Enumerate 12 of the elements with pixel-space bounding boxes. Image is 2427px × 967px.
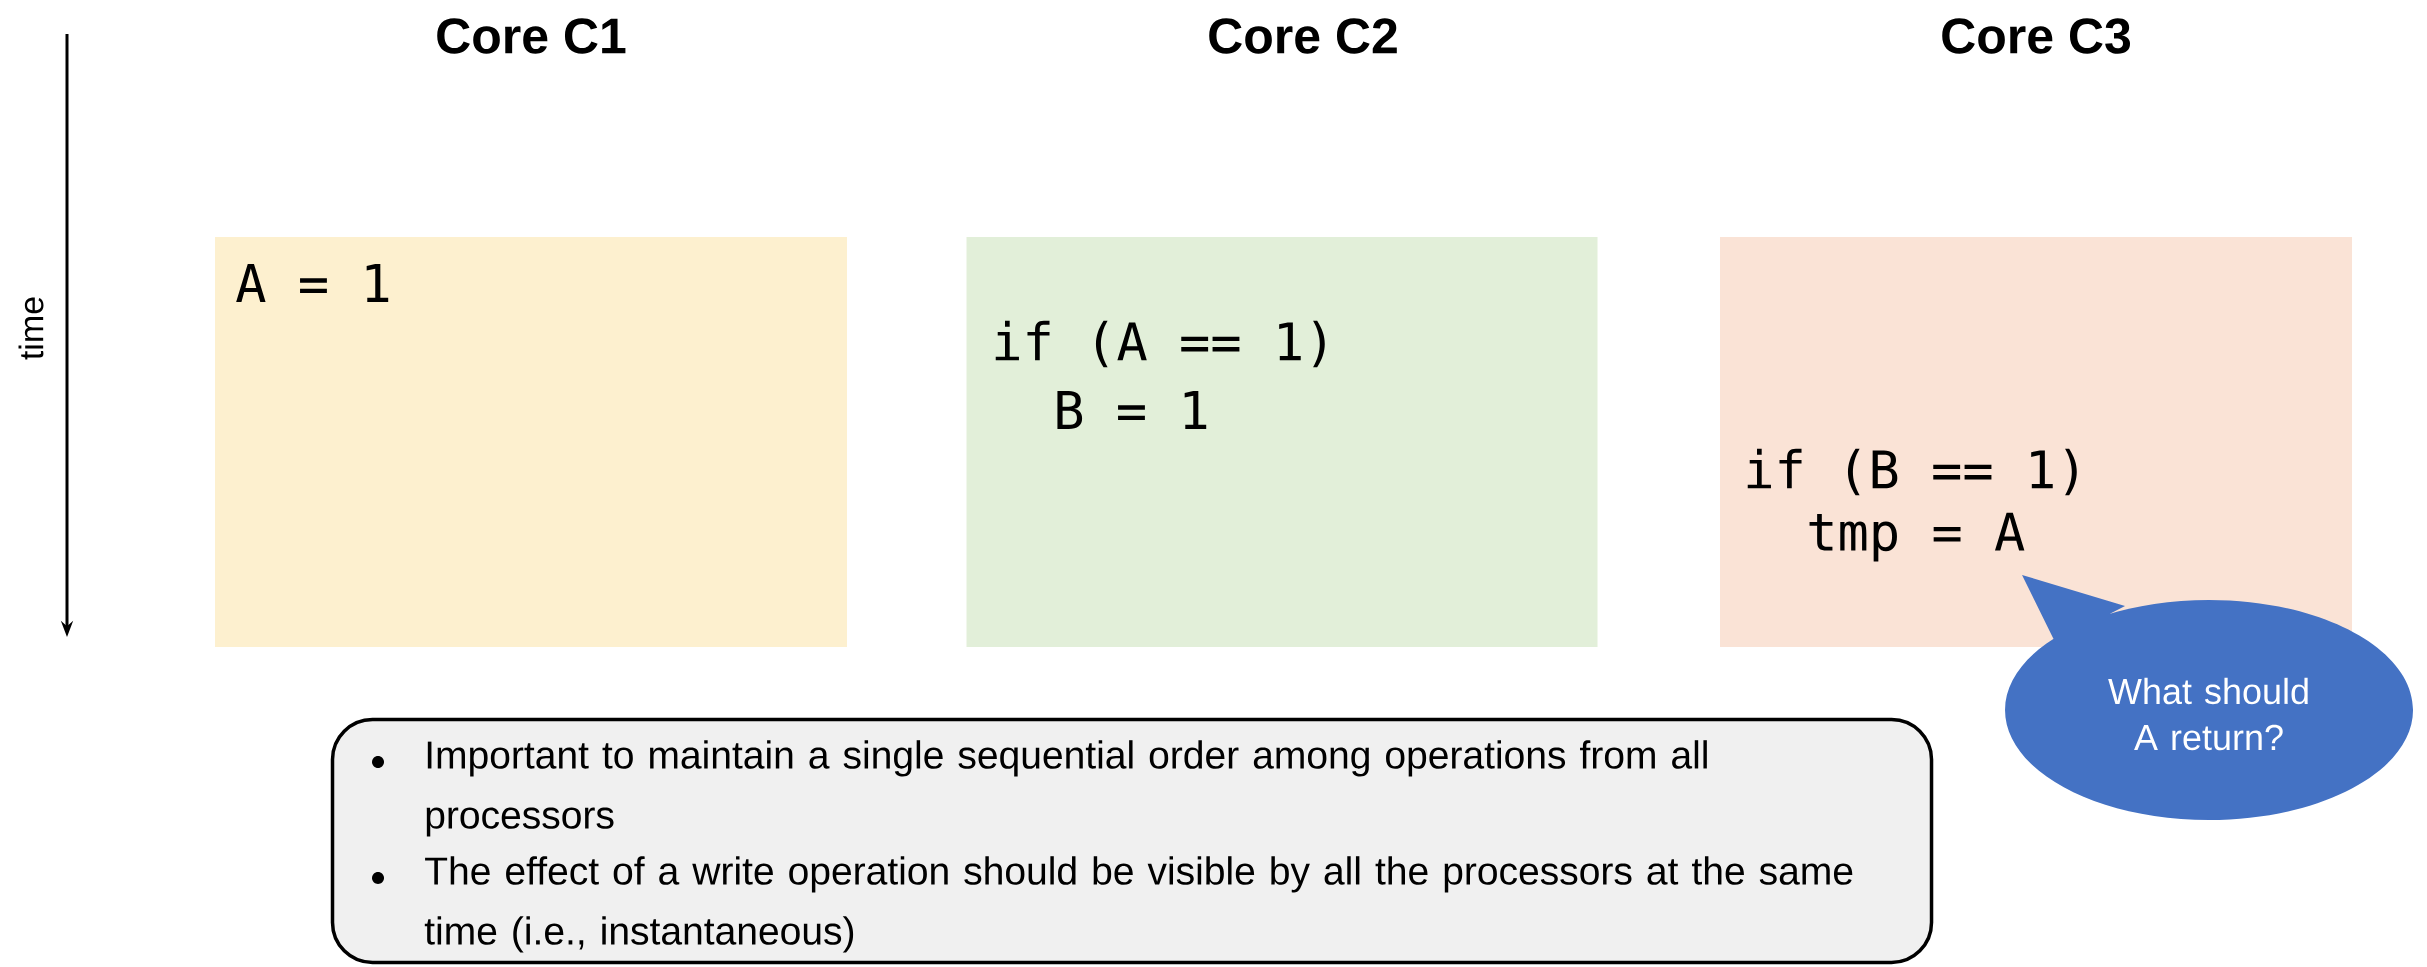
code-line: A = 1 bbox=[236, 264, 389, 302]
core-title: Core C2 bbox=[1209, 18, 1397, 54]
code-line: tmp = A bbox=[1809, 512, 2025, 562]
core-title: Core C3 bbox=[1942, 18, 2130, 54]
bullet-text: Important to maintain a single sequential order among operations from all processors bbox=[426, 740, 1707, 837]
core-title: Core C1 bbox=[437, 18, 626, 54]
code-line: if (B == 1) bbox=[1747, 448, 2077, 496]
axis-label: time bbox=[18, 297, 44, 360]
code-line: B = 1 bbox=[1057, 391, 1207, 429]
speech-bubble: What should A return? bbox=[2005, 575, 2414, 820]
bullet-text: The effect of a write operation should be visible by all the processors at the same time (i.e., instantaneous) bbox=[424, 856, 1853, 953]
code-line: if (A == 1) bbox=[995, 320, 1325, 368]
